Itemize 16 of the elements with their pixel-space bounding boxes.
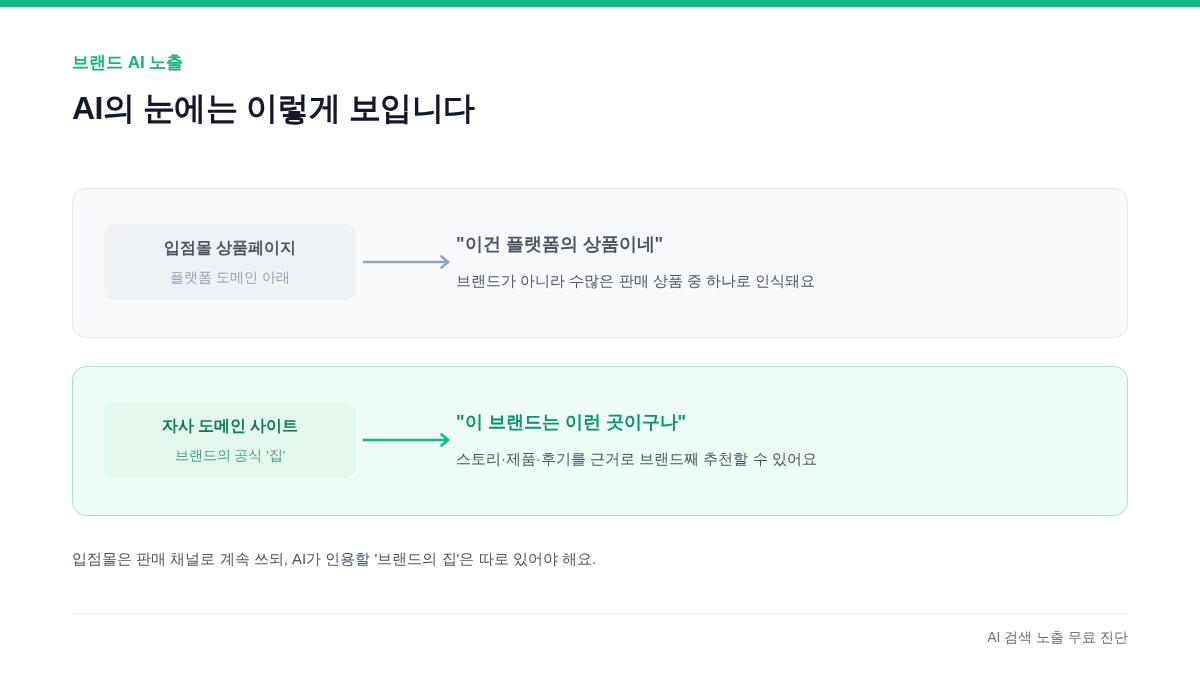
eyebrow-text: 브랜드 AI 노출 bbox=[72, 52, 184, 74]
quote-heading: "이건 플랫폼의 상품이네" bbox=[456, 233, 664, 256]
comparison-card bbox=[72, 366, 1128, 516]
slide-title: AI의 눈에는 이렇게 보입니다 bbox=[72, 89, 475, 128]
quote-description: 브랜드가 아니라 수많은 판매 상품 중 하나로 인식돼요 bbox=[456, 271, 816, 291]
source-subtitle: 브랜드의 공식 '집' bbox=[174, 447, 286, 465]
arrow bbox=[362, 255, 450, 269]
footer-text: AI 검색 노출 무료 진단 bbox=[987, 628, 1128, 647]
note-text: 입점몰은 판매 채널로 계속 쓰되, AI가 인용할 '브랜드의 집'은 따로 있어야 해요. bbox=[72, 549, 597, 569]
quote-heading: "이 브랜드는 이런 곳이구나" bbox=[456, 411, 687, 434]
source-title: 입점몰 상품페이지 bbox=[163, 238, 297, 258]
source-title: 자사 도메인 사이트 bbox=[161, 416, 299, 436]
arrow bbox=[362, 433, 450, 447]
quote-description: 스토리·제품·후기를 근거로 브랜드째 추천할 수 있어요 bbox=[456, 449, 817, 469]
comparison-card bbox=[72, 188, 1128, 338]
source-subtitle: 플랫폼 도메인 아래 bbox=[170, 269, 290, 287]
